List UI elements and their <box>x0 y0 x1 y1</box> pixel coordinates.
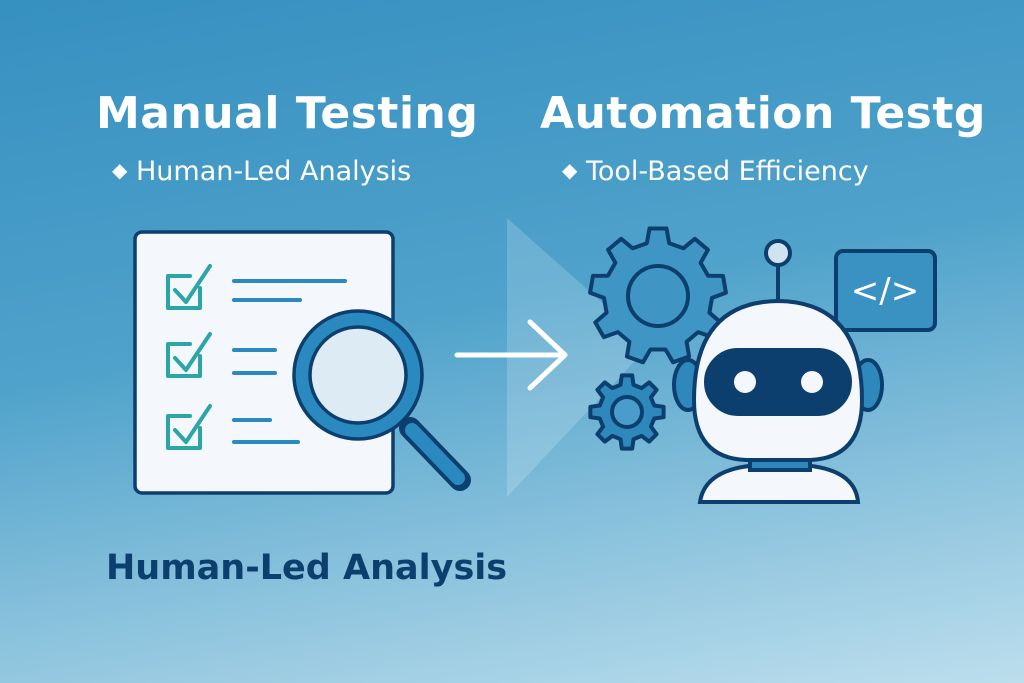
automation-testing-title: Automation Testg <box>540 88 986 139</box>
gear-hole <box>610 395 644 429</box>
caption: Human-Led Analysis <box>106 548 508 588</box>
text-lines <box>232 279 347 444</box>
checkbox-icon <box>166 264 212 310</box>
diamond-bullet-icon: ◆ <box>562 158 578 182</box>
magnifier-icon <box>292 309 471 491</box>
code-window-icon: </> <box>834 249 937 332</box>
automation-subtitle: ◆ Tool-Based Efficiency <box>562 156 869 187</box>
robot-icon <box>672 239 884 504</box>
automation-subtitle-text: Tool-Based Efficiency <box>585 156 869 187</box>
manual-subtitle-text: Human-Led Analysis <box>135 156 412 187</box>
checkbox-icon <box>166 404 212 450</box>
checkbox-icon <box>166 332 212 378</box>
light-beam <box>507 218 650 497</box>
gear-hole <box>626 264 690 328</box>
diamond-bullet-icon: ◆ <box>112 158 128 182</box>
manual-testing-title: Manual Testing <box>96 88 479 139</box>
arrow-right-icon <box>454 319 568 391</box>
manual-subtitle: ◆ Human-Led Analysis <box>112 156 411 187</box>
code-symbol: </> <box>851 271 919 311</box>
